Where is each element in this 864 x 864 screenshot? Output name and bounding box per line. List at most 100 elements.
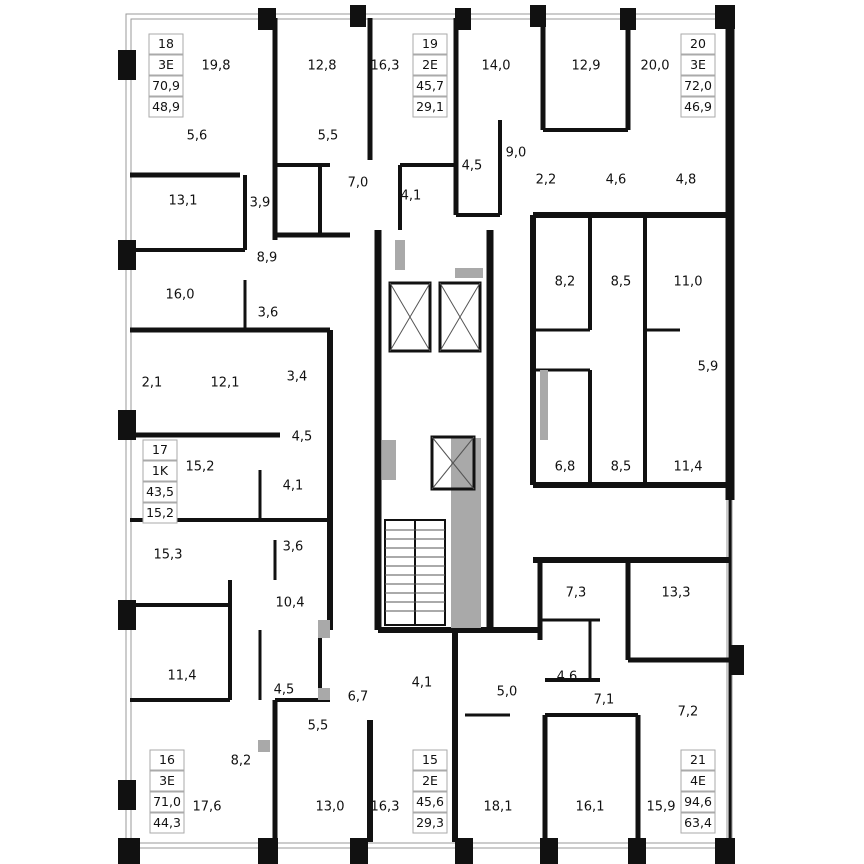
room-area-label: 15,2	[186, 460, 215, 475]
apartment-number: 21	[690, 752, 706, 767]
apartment-field-cell	[149, 770, 185, 792]
apartment-field-cell	[680, 812, 716, 834]
apartment-field-cell	[148, 54, 184, 76]
room-area-label: 2,1	[142, 376, 163, 391]
room-area-label: 8,5	[611, 275, 632, 290]
structural-column	[118, 50, 136, 80]
structural-column	[715, 838, 735, 864]
structural-column	[620, 8, 636, 30]
apartment-type: 4E	[690, 773, 706, 788]
room-area-label: 16,0	[166, 288, 195, 303]
room-area-label: 6,8	[555, 460, 576, 475]
apartment-number: 16	[159, 752, 175, 767]
apartment-total-area: 94,6	[684, 794, 712, 809]
apartment-field-cell	[412, 33, 448, 55]
room-area-label: 6,7	[348, 690, 369, 705]
elevator-car	[388, 281, 432, 353]
room-area-label: 15,9	[647, 800, 676, 815]
structural-column	[350, 5, 366, 27]
shafts	[258, 240, 548, 752]
apartment-type: 3E	[159, 773, 175, 788]
ventilation-shaft	[258, 740, 270, 752]
room-area-label: 12,1	[211, 376, 240, 391]
room-area-label: 5,5	[308, 719, 329, 734]
apartment-field-cell	[142, 481, 178, 503]
apartment-number: 18	[158, 36, 174, 51]
apartment-info-boxes: 183E70,948,9192E45,729,1203E72,046,9171K…	[142, 33, 716, 834]
apartment-field-cell	[680, 75, 716, 97]
apartment-field-cell	[142, 460, 178, 482]
room-area-label: 13,3	[662, 586, 691, 601]
apartment-field-cell	[412, 791, 448, 813]
room-area-label: 4,1	[401, 189, 422, 204]
room-area-label: 16,1	[576, 800, 605, 815]
apartment-field-cell	[680, 749, 716, 771]
apartment-field-cell	[142, 439, 178, 461]
apartment-field-cell	[680, 33, 716, 55]
apartment-field-cell	[148, 75, 184, 97]
ventilation-shaft	[540, 370, 548, 440]
room-area-label: 7,3	[566, 586, 587, 601]
structural-column	[258, 838, 278, 864]
apartment-total-area: 70,9	[152, 78, 180, 93]
apartment-type: 3E	[690, 57, 706, 72]
structural-column	[455, 838, 473, 864]
structural-column	[628, 838, 646, 864]
room-area-label: 4,5	[292, 430, 313, 445]
apartment-field-cell	[680, 54, 716, 76]
apartment-field-cell	[412, 770, 448, 792]
ventilation-shaft	[455, 268, 483, 278]
apartment-type: 2E	[422, 57, 438, 72]
room-area-label: 17,6	[193, 800, 222, 815]
apartment-number: 20	[690, 36, 706, 51]
room-area-label: 4,5	[274, 683, 295, 698]
walls	[118, 5, 744, 864]
room-area-label: 4,6	[606, 173, 627, 188]
room-area-label: 5,5	[318, 129, 339, 144]
apartment-total-area: 45,6	[416, 794, 444, 809]
apartment-field-cell	[680, 791, 716, 813]
structural-column	[350, 838, 368, 864]
apartment-field-cell	[149, 791, 185, 813]
room-area-label: 7,2	[678, 705, 699, 720]
apartment-living-area: 48,9	[152, 99, 180, 114]
apartment-field-cell	[149, 812, 185, 834]
structural-column	[118, 780, 136, 810]
apartment-number: 17	[152, 442, 168, 457]
room-area-label: 20,0	[641, 59, 670, 74]
structural-column	[530, 5, 546, 27]
ventilation-shaft	[395, 240, 405, 270]
elevator-car	[430, 435, 476, 491]
room-area-label: 15,3	[154, 548, 183, 563]
structural-column	[730, 645, 744, 675]
room-area-label: 4,6	[557, 670, 578, 685]
apartment-field-cell	[149, 749, 185, 771]
elevator-car	[438, 281, 482, 353]
room-area-label: 3,4	[287, 370, 308, 385]
room-area-label: 11,4	[168, 669, 197, 684]
room-area-label: 2,2	[536, 173, 557, 188]
room-area-label: 16,3	[371, 800, 400, 815]
apartment-field-cell	[680, 96, 716, 118]
apartment-type: 1K	[152, 463, 169, 478]
room-area-label: 5,0	[497, 685, 518, 700]
apartment-info-box[interactable]: 16 3E 71,0 44,3	[149, 749, 185, 834]
apartment-living-area: 44,3	[153, 815, 181, 830]
structural-column	[118, 240, 136, 270]
ventilation-shaft	[382, 440, 396, 480]
elevator-cross	[389, 282, 431, 352]
balcony-glazing	[125, 13, 733, 849]
apartment-field-cell	[412, 75, 448, 97]
room-area-label: 5,9	[698, 360, 719, 375]
room-area-label: 8,2	[555, 275, 576, 290]
apartment-field-cell	[412, 812, 448, 834]
room-area-label: 11,4	[674, 460, 703, 475]
apartment-total-area: 71,0	[153, 794, 181, 809]
